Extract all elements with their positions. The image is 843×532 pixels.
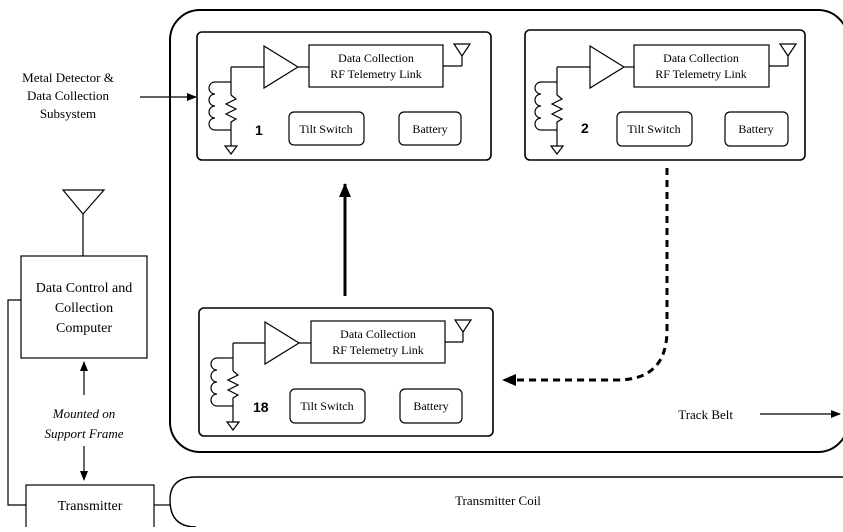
resistor-icon: [224, 94, 238, 146]
subsystem-label: Metal Detector & Data Collection Subsyst…: [22, 70, 114, 121]
coil-icon: [534, 81, 542, 131]
data-collection-block: [310, 320, 446, 364]
sensor-module-1: Data Collection RF Telemetry Link 1 Tilt…: [196, 31, 492, 161]
antenna-icon: [453, 319, 473, 334]
flow-arrow-2-to-18-dashed: [514, 168, 669, 382]
data-collection-label: Data Collection: [338, 51, 414, 65]
coil-icon: [210, 357, 218, 407]
tilt-switch-label: Tilt Switch: [627, 122, 680, 136]
mounted-label-line1: Mounted on: [52, 406, 115, 421]
computer-block: [20, 255, 148, 359]
transmitter-block: [25, 484, 155, 531]
rf-link-label: RF Telemetry Link: [330, 67, 422, 81]
sensor-module-18: Data Collection RF Telemetry Link 18 Til…: [198, 307, 494, 437]
ground-icon: [225, 421, 241, 431]
computer-transmitter-wire: [7, 299, 26, 506]
tilt-switch-block: [289, 388, 366, 424]
rf-link-label: RF Telemetry Link: [655, 67, 747, 81]
battery-label: Battery: [738, 122, 773, 136]
computer-label-line1: Data Control and: [36, 281, 132, 296]
resistor-icon: [550, 94, 564, 146]
data-collection-label: Data Collection: [663, 51, 739, 65]
flow-arrowhead-2-to-18: [502, 374, 516, 386]
computer-label-line2: Collection: [55, 301, 113, 316]
transmitter-coil-label: Transmitter Coil: [455, 493, 541, 508]
antenna-icon: [778, 43, 798, 58]
data-collection-block: [633, 44, 770, 88]
amplifier-symbol: [263, 44, 300, 90]
ground-icon: [549, 145, 565, 155]
tilt-switch-label: Tilt Switch: [299, 122, 352, 136]
tilt-switch-label: Tilt Switch: [300, 399, 353, 413]
coil-icon: [208, 81, 216, 131]
subsystem-label-line1: Metal Detector &: [22, 70, 114, 85]
battery-block: [398, 111, 462, 146]
track-belt-container: [169, 9, 843, 453]
computer-antenna-icon: [61, 189, 106, 215]
module-number: 18: [253, 399, 269, 415]
amplifier-symbol: [264, 320, 301, 366]
data-collection-label: Data Collection: [340, 327, 416, 341]
battery-label: Battery: [413, 399, 448, 413]
transmitter-coil: [169, 476, 843, 528]
data-control-computer: Data Control and Collection Computer: [20, 189, 148, 359]
battery-label: Battery: [412, 122, 447, 136]
subsystem-label-line2: Data Collection: [27, 88, 109, 103]
subsystem-label-line3: Subsystem: [40, 106, 96, 121]
module-frame: [524, 29, 806, 161]
data-collection-block: [308, 44, 444, 88]
sensor-module-2: Data Collection RF Telemetry Link 2 Tilt…: [524, 29, 806, 161]
amplifier-symbol: [589, 44, 626, 90]
battery-block: [399, 388, 463, 424]
ground-icon: [223, 145, 239, 155]
transmitter-label: Transmitter: [58, 499, 123, 514]
battery-block: [724, 111, 789, 147]
resistor-icon: [226, 370, 240, 422]
track-belt-label: Track Belt: [678, 407, 733, 422]
tilt-switch-block: [288, 111, 365, 146]
module-frame: [198, 307, 494, 437]
module-number: 1: [255, 122, 263, 138]
mounted-label-line2: Support Frame: [44, 426, 123, 441]
tilt-switch-block: [616, 111, 693, 147]
module-frame: [196, 31, 492, 161]
module-number: 2: [581, 120, 589, 136]
computer-label-line3: Computer: [56, 321, 112, 336]
antenna-icon: [452, 43, 472, 58]
rf-link-label: RF Telemetry Link: [332, 343, 424, 357]
